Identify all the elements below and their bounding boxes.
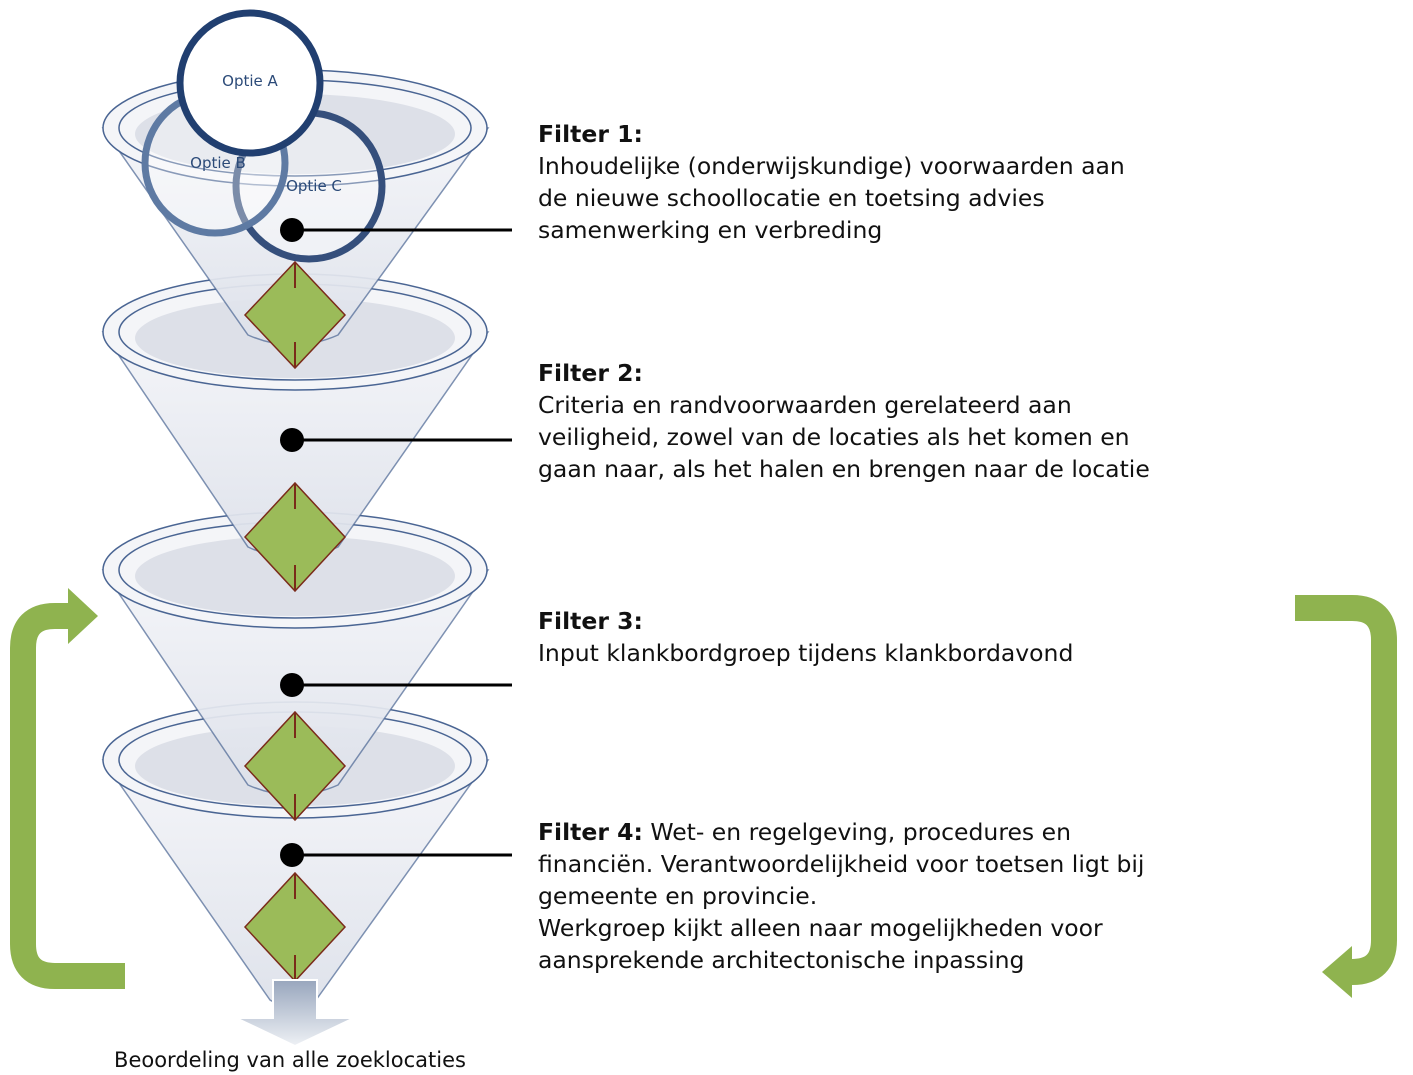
output-caption: Beoordeling van alle zoeklocaties	[114, 1048, 466, 1072]
connector-2	[280, 428, 512, 452]
filter-diamond-2	[243, 481, 347, 593]
filter-2-line-3: gaan naar, als het halen en brengen naar…	[538, 455, 1150, 483]
filter-3-line-1: Input klankbordgroep tijdens klankbordav…	[538, 639, 1074, 667]
filter-diamond-3	[243, 710, 347, 822]
connector-4	[280, 843, 512, 867]
filter-2-line-1: Criteria en randvoorwaarden gerelateerd …	[538, 391, 1072, 419]
filter-2-line-2: veiligheid, zowel van de locaties als he…	[538, 423, 1130, 451]
filter-4-line-3: Werkgroep kijkt alleen naar mogelijkhede…	[538, 914, 1103, 942]
filter-1-line-1: Inhoudelijke (onderwijskundige) voorwaar…	[538, 152, 1125, 180]
right-feedback-arrow	[1295, 595, 1397, 998]
filter-4-line-4: aansprekende architectonische inpassing	[538, 946, 1025, 974]
filter-3-title: Filter 3:	[538, 607, 643, 635]
filter-4-inline-text: Wet- en regelgeving, procedures en	[642, 818, 1071, 846]
left-feedback-arrow	[10, 588, 125, 989]
filter-4-title: Filter 4:	[538, 818, 643, 846]
filter-4-line-1: financiën. Verantwoordelijkheid voor toe…	[538, 850, 1145, 878]
filter-1-text: Filter 1: Inhoudelijke (onderwijskundige…	[538, 118, 1258, 246]
filter-4-line-2: gemeente en provincie.	[538, 882, 818, 910]
output-arrow	[235, 979, 355, 1048]
option-c-label: Optie C	[286, 177, 342, 195]
filter-1-title: Filter 1:	[538, 120, 643, 148]
connector-1	[280, 218, 512, 242]
filter-4-text: Filter 4: Wet- en regelgeving, procedure…	[538, 816, 1258, 976]
option-a-circle: Optie A	[176, 9, 324, 157]
filter-4-first-line: Filter 4: Wet- en regelgeving, procedure…	[538, 816, 1258, 848]
option-b-label: Optie B	[190, 154, 246, 172]
filter-2-text: Filter 2: Criteria en randvoorwaarden ge…	[538, 357, 1258, 485]
filter-3-text: Filter 3: Input klankbordgroep tijdens k…	[538, 605, 1258, 669]
option-a-label: Optie A	[222, 72, 278, 90]
filter-2-title: Filter 2:	[538, 359, 643, 387]
connector-3	[280, 673, 512, 697]
filter-diamond-1	[243, 260, 347, 370]
filter-1-line-3: samenwerking en verbreding	[538, 216, 883, 244]
filter-1-line-2: de nieuwe schoollocatie en toetsing advi…	[538, 184, 1045, 212]
